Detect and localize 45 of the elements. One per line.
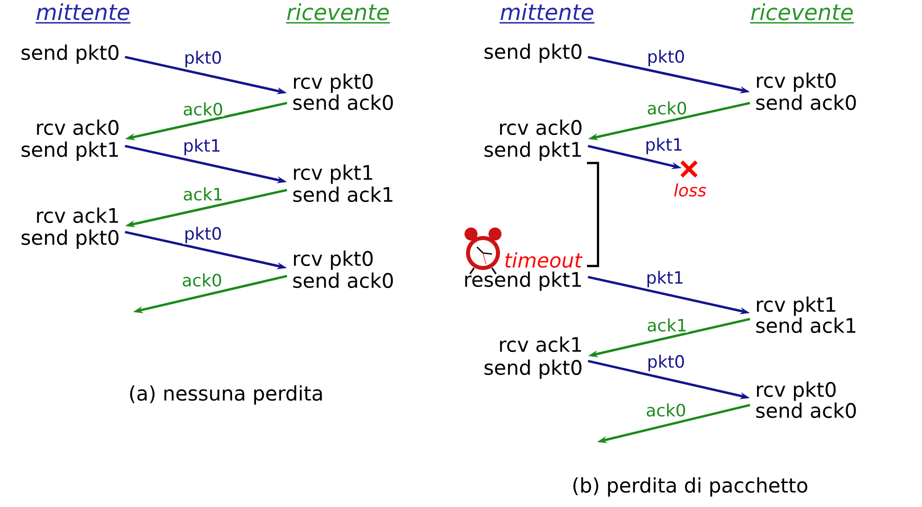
edge-label: ack0 xyxy=(644,402,688,418)
event-text: send pkt0 xyxy=(484,360,582,379)
edge-label: ack1 xyxy=(646,317,688,333)
edge-label: pkt0 xyxy=(646,48,686,68)
annotation-text: timeout xyxy=(505,252,583,268)
edge-label: ack0 xyxy=(646,100,688,116)
edge-label: pkt0 xyxy=(182,226,224,244)
event-text: rcv pkt0 xyxy=(757,382,836,401)
column-heading: ricevente xyxy=(750,3,854,24)
event-text: send pkt1 xyxy=(484,142,581,161)
event-text: send pkt0 xyxy=(484,44,582,63)
edge-label: pkt1 xyxy=(644,270,686,288)
event-text: rcv ack1 xyxy=(37,208,118,224)
event-text: send ack0 xyxy=(756,94,856,110)
event-text: rcv ack0 xyxy=(37,120,118,136)
annotation-text: loss xyxy=(674,183,706,197)
event-text: rcv pkt1 xyxy=(294,164,372,184)
caption: (a) nessuna perdita xyxy=(130,385,322,405)
event-text: rcv pkt0 xyxy=(294,74,373,93)
event-text: send pkt0 xyxy=(22,44,118,64)
event-text: send ack1 xyxy=(293,186,392,202)
event-text: rcv pkt0 xyxy=(294,250,373,270)
event-text: send ack0 xyxy=(756,402,856,418)
edge-label: pkt0 xyxy=(182,50,224,68)
column-heading: mittente xyxy=(500,3,594,24)
event-text: rcv ack1 xyxy=(500,336,581,352)
event-text: send ack0 xyxy=(293,272,393,288)
event-text: rcv pkt0 xyxy=(757,72,836,92)
edge-label: pkt1 xyxy=(644,136,684,156)
column-heading: ricevente xyxy=(286,3,390,24)
event-text: send pkt0 xyxy=(22,230,118,249)
event-text: send ack0 xyxy=(293,94,393,110)
event-text: rcv ack0 xyxy=(500,120,582,136)
caption: (b) perdita di pacchetto xyxy=(573,477,808,497)
edge-label: pkt1 xyxy=(182,138,222,156)
event-text: rcv pkt1 xyxy=(757,296,836,316)
edge-label: ack0 xyxy=(182,101,224,117)
edge-label: pkt0 xyxy=(646,354,686,372)
edge-label: ack0 xyxy=(180,272,224,288)
event-text: send ack1 xyxy=(756,318,856,334)
event-text: send pkt1 xyxy=(22,142,118,161)
column-heading: mittente xyxy=(36,3,130,24)
event-text: resend pkt1 xyxy=(465,272,581,291)
edge-label: ack1 xyxy=(182,186,224,202)
cross-mark xyxy=(680,160,698,178)
